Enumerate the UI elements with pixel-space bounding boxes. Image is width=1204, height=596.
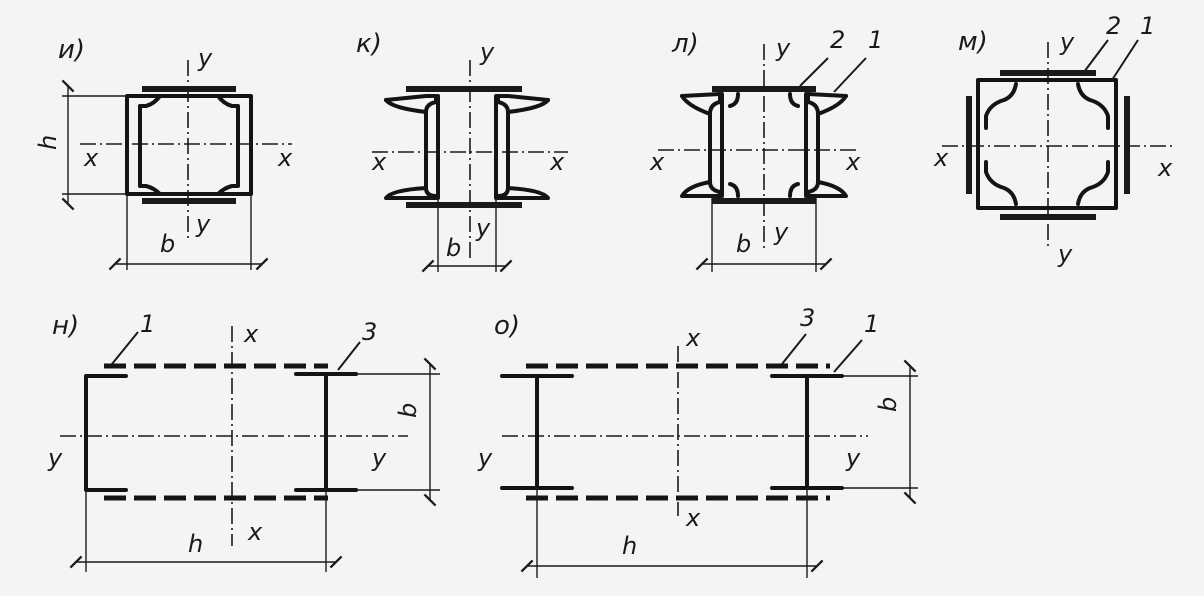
figure-i-label: и)	[58, 35, 85, 65]
figure-k-axis-y-bottom: y	[475, 214, 491, 242]
figure-i-axis-y-bottom: y	[195, 210, 211, 238]
figure-i-dim-b: b	[160, 230, 175, 258]
figure-m-right-plate	[1124, 96, 1130, 194]
figure-i: и) h b x x y y	[34, 35, 293, 271]
figure-m-bottom-plate	[1000, 214, 1096, 220]
figure-m-axis-y-top: y	[1059, 28, 1075, 56]
figure-n-axis-y-left: y	[47, 444, 63, 472]
figure-i-axis-y-top: y	[197, 44, 213, 72]
figure-l-inner-channel-br	[788, 182, 800, 198]
figure-i-left-channel	[138, 94, 162, 196]
figure-l-callout-1-leader	[833, 57, 867, 93]
figure-o-axis-x-bottom: x	[685, 504, 701, 532]
figure-k-left-beam-flange	[384, 98, 428, 114]
figure-i-dim-h: h	[34, 135, 62, 150]
figure-k-axis-x-right: x	[549, 148, 565, 176]
figure-n: н) 1 3 b h x x y y	[47, 310, 440, 572]
figure-k-bottom-plate	[406, 202, 522, 208]
figure-n-axis-y-right: y	[371, 444, 387, 472]
figure-o-callout-3-leader	[781, 333, 807, 365]
figure-m-outer-wall	[976, 78, 1118, 210]
figure-m-label: м)	[958, 27, 988, 57]
figure-m-left-plate	[966, 96, 972, 194]
figure-k-label: к)	[356, 29, 382, 59]
figure-o-axis-x-top: x	[685, 324, 701, 352]
figure-o-dim-h: h	[622, 532, 637, 560]
figure-k-right-beam	[496, 94, 550, 200]
figure-l-axis-x-right: x	[845, 148, 861, 176]
figure-m-callout-2: 2	[1106, 12, 1121, 40]
figure-l-inner-channel-tl	[728, 92, 740, 108]
figure-n-dim-h: h	[188, 530, 203, 558]
figure-m-axis-y-bottom: y	[1057, 240, 1073, 268]
figure-k-top-plate	[406, 86, 522, 92]
figure-n-callout-1: 1	[140, 310, 155, 338]
figure-o-axis-y-right: y	[845, 444, 861, 472]
figure-n-left-channel	[84, 374, 128, 492]
figure-n-callout-3: 3	[362, 318, 377, 346]
figure-k-left-beam	[384, 94, 438, 200]
figure-i-axis-x-left: x	[83, 144, 99, 172]
figure-o-callout-1-leader	[833, 339, 863, 373]
figure-i-right-channel	[216, 94, 240, 196]
figure-l: л) 2 1 b x x y y	[649, 26, 883, 272]
figure-m-callout-1-leader	[1111, 39, 1139, 81]
figure-l-dim-b: b	[736, 230, 751, 258]
figure-m: м) 2 1 x x y y	[933, 12, 1173, 268]
figure-l-callout-1: 1	[868, 26, 883, 54]
figure-n-callout-3-leader	[337, 341, 361, 371]
figure-o-callout-1: 1	[864, 310, 879, 338]
figure-k-axis-x-left: x	[371, 148, 387, 176]
figure-m-callout-2-leader	[1083, 39, 1109, 73]
figure-m-angle-tl	[984, 82, 1018, 130]
figure-n-dim-b: b	[394, 403, 422, 418]
figure-i-top-plate	[142, 86, 236, 92]
figure-m-angle-br	[1076, 160, 1110, 206]
figure-l-axis-y-top: y	[775, 34, 791, 62]
figure-l-bottom-plate	[712, 198, 816, 204]
figure-l-axis-y-bottom: y	[773, 218, 789, 246]
figure-l-top-plate	[712, 86, 816, 92]
figure-m-axis-x-right: x	[1157, 154, 1173, 182]
figure-m-angle-tr	[1076, 82, 1110, 130]
figure-m-angle-bl	[984, 160, 1018, 206]
figure-o: о) 3 1 b h x x y y	[477, 304, 918, 578]
figure-o-dim-b: b	[874, 397, 902, 412]
figure-o-callout-3: 3	[800, 304, 815, 332]
figure-l-axis-x-left: x	[649, 148, 665, 176]
figure-n-label: н)	[52, 311, 79, 341]
figure-k: к) b x x y y	[356, 29, 568, 273]
figure-k-right-beam-flange	[506, 98, 550, 114]
figure-l-callout-2-leader	[799, 57, 829, 87]
figure-m-axis-x-left: x	[933, 144, 949, 172]
figure-i-outer-wall	[125, 94, 253, 196]
figure-m-top-plate	[1000, 70, 1096, 76]
figure-i-bottom-plate	[142, 198, 236, 204]
figure-i-axis-x-right: x	[277, 144, 293, 172]
figure-l-inner-channel-tr	[788, 92, 800, 108]
figure-l-right-beam	[806, 92, 848, 198]
figure-l-label: л)	[671, 29, 699, 59]
figure-n-axis-x-bottom: x	[247, 518, 263, 546]
figure-k-dim-b: b	[446, 234, 461, 262]
figure-o-axis-y-left: y	[477, 444, 493, 472]
figure-l-left-beam	[680, 92, 722, 198]
figure-m-callout-1: 1	[1140, 12, 1155, 40]
figure-l-inner-channel-bl	[728, 182, 740, 198]
figure-n-axis-x-top: x	[243, 320, 259, 348]
figure-l-left-beam-flange	[680, 94, 712, 116]
figure-o-label: о)	[494, 311, 520, 341]
figure-k-axis-y-top: y	[479, 38, 495, 66]
figure-n-callout-1-leader	[111, 331, 139, 365]
figure-l-right-beam-flange	[816, 94, 848, 116]
figure-l-callout-2: 2	[830, 26, 845, 54]
